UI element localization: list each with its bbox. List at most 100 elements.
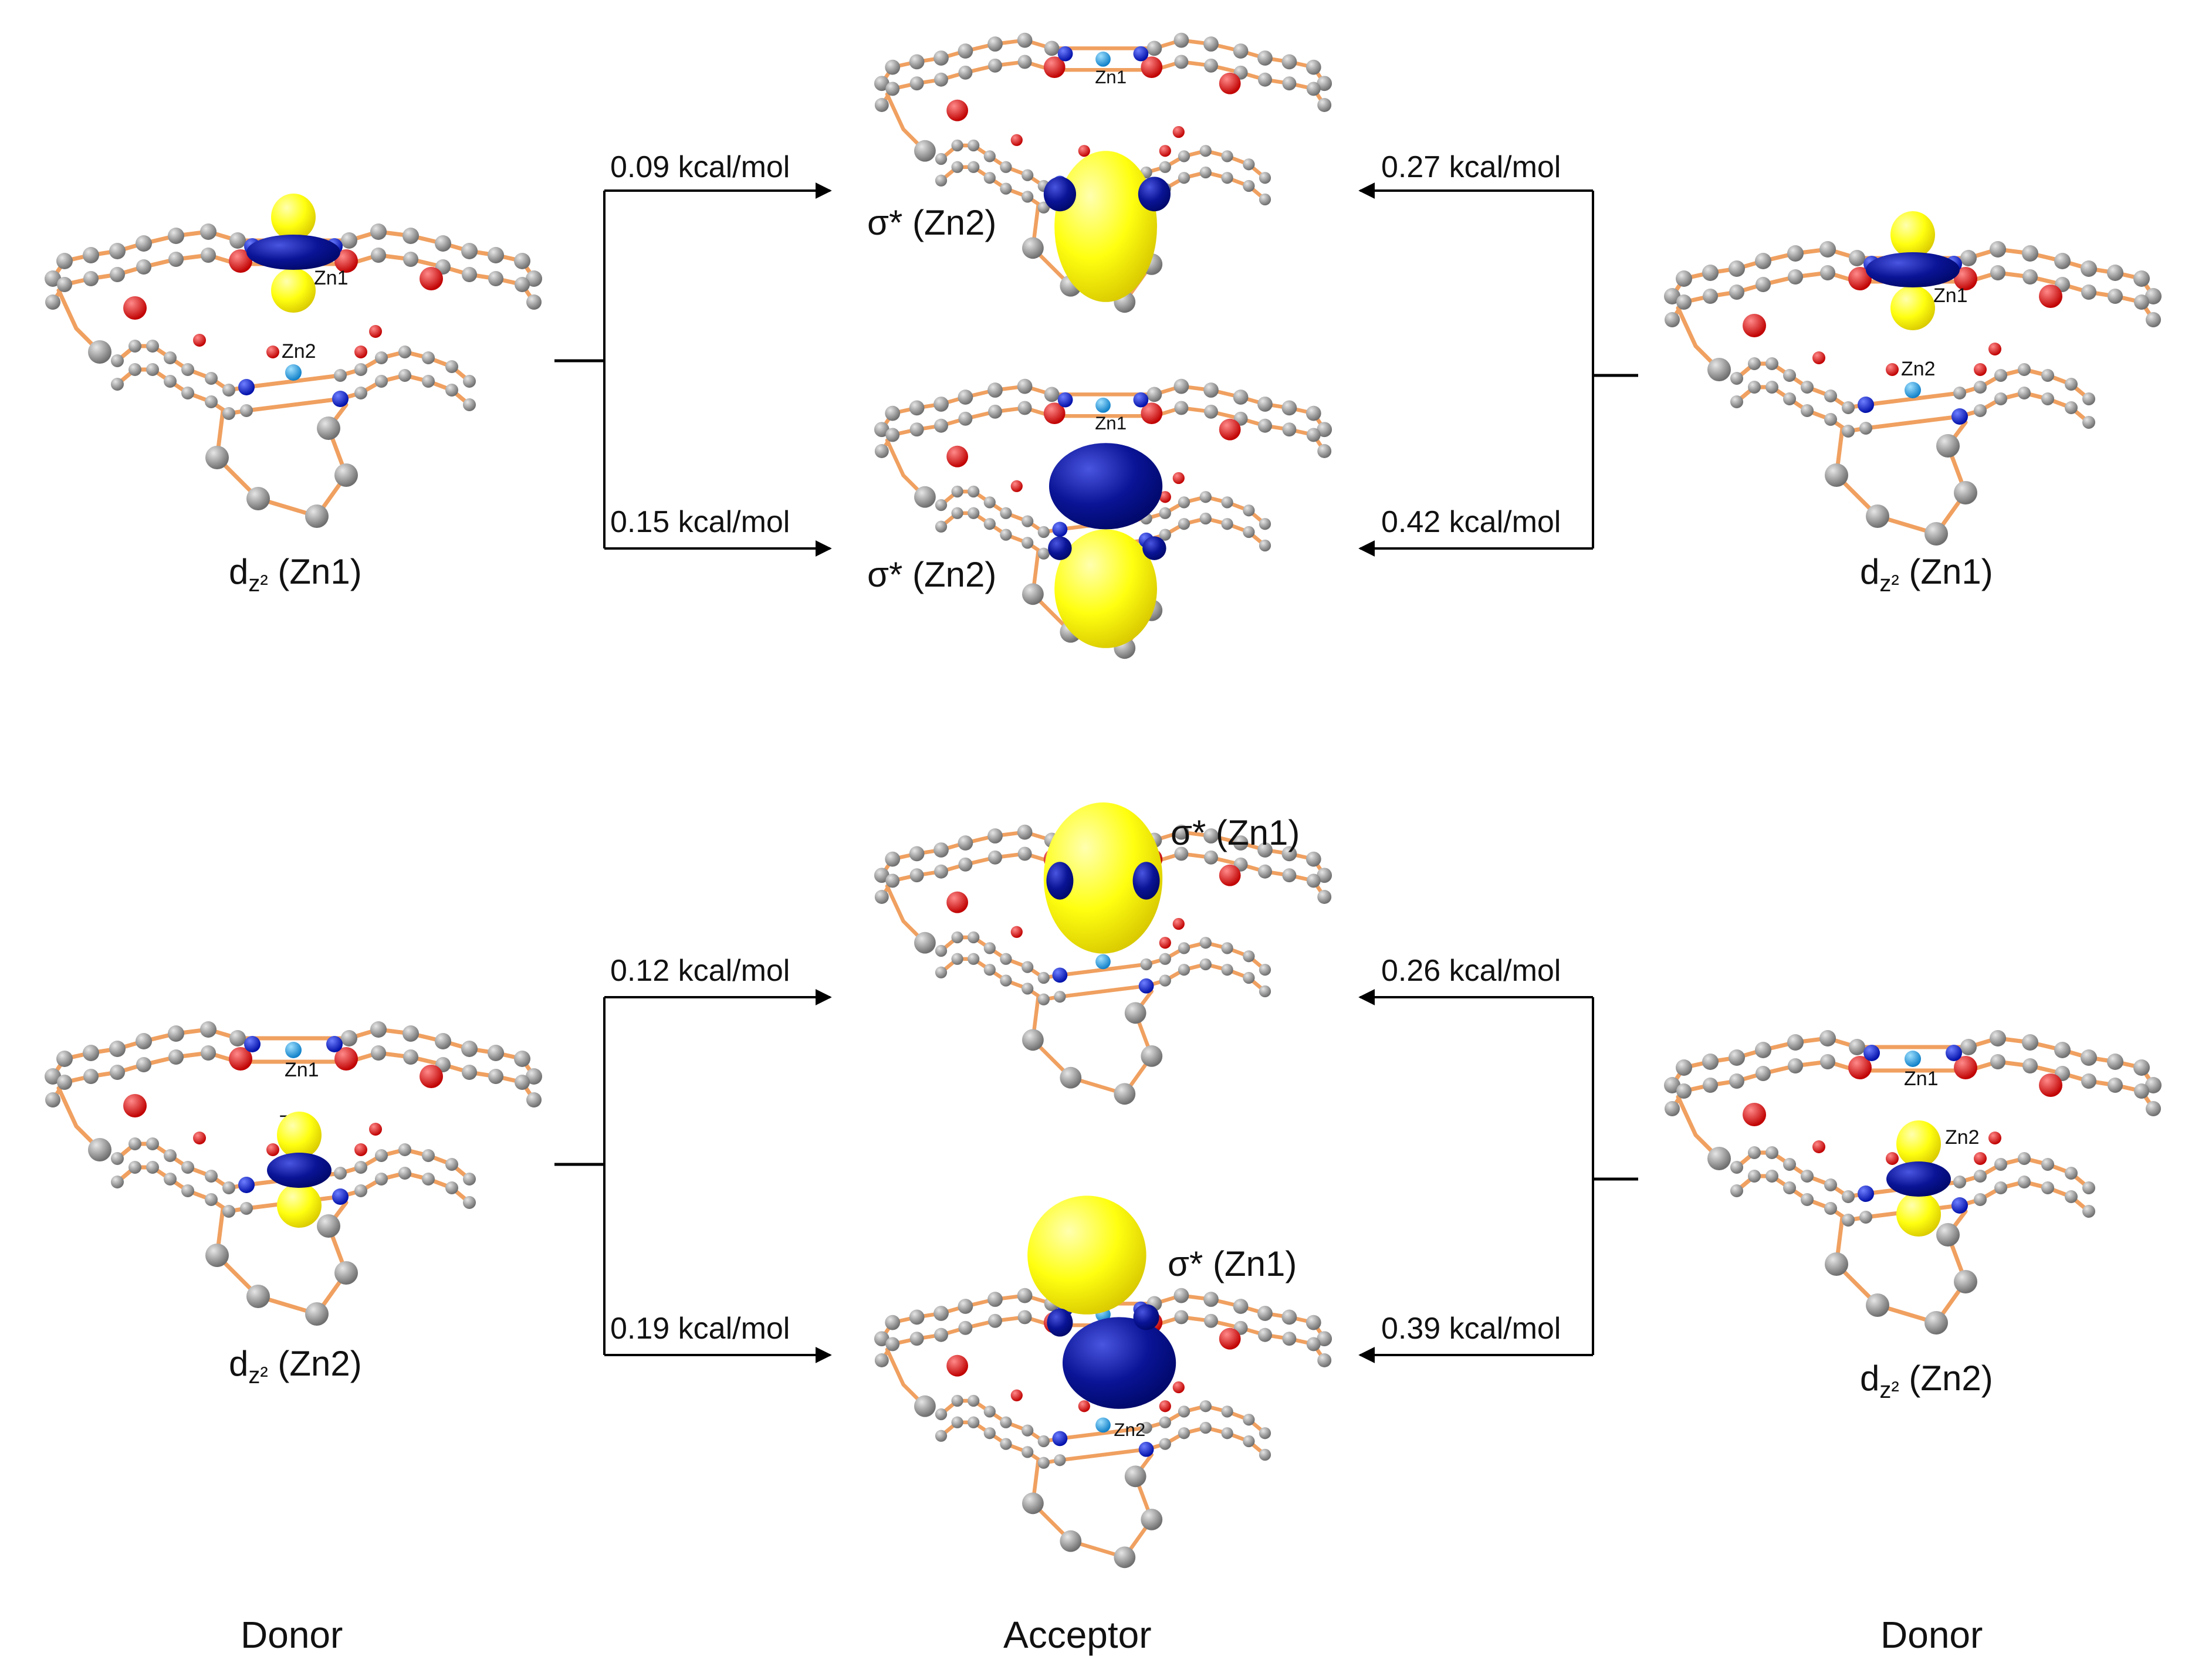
carbon-atom — [514, 253, 530, 269]
carbon-atom — [1317, 1331, 1332, 1347]
carbon-atom — [983, 942, 996, 954]
carbon-atom — [874, 98, 889, 112]
carbon-atom — [1037, 971, 1050, 984]
carbon-atom — [461, 243, 478, 259]
carbon-atom — [909, 76, 924, 91]
donor-subscript: z² — [248, 1363, 268, 1388]
bond-chain-upper-back — [50, 1051, 536, 1102]
carbon-atom — [983, 150, 996, 162]
donor-label-p2-left: dz² (Zn2) — [229, 1343, 362, 1389]
nitrogen-atom — [238, 379, 255, 395]
carbon-atom — [181, 1161, 194, 1174]
carbon-atom — [1257, 842, 1273, 858]
carbon-atom — [1801, 404, 1814, 417]
carbon-atom — [1037, 547, 1050, 560]
carbon-atom — [951, 931, 963, 944]
carbon-atom — [933, 1306, 949, 1321]
carbon-atom — [1054, 1454, 1066, 1466]
oxygen-atom — [1886, 363, 1899, 376]
carbon-atom — [526, 1092, 542, 1107]
carbon-atom — [1819, 1030, 1836, 1046]
oxygen-atom — [1010, 1389, 1023, 1401]
carbon-atom — [885, 428, 900, 442]
orbital-lobe-positive — [1043, 802, 1163, 954]
carbon-atom — [1765, 357, 1778, 370]
orbital-lobe-positive — [1054, 151, 1157, 302]
oxygen-atom — [420, 267, 443, 290]
carbon-atom — [1173, 1288, 1189, 1303]
carbon-atom — [951, 507, 963, 519]
carbon-atom — [1974, 404, 1987, 417]
acceptor-label-p1-a2: σ* (Zn2) — [867, 555, 997, 594]
carbon-atom — [1203, 36, 1219, 52]
carbon-atom — [1199, 1400, 1212, 1413]
orbital-lobe-negative — [1133, 1304, 1159, 1330]
carbon-atom — [1037, 1435, 1050, 1448]
carbon-atom — [909, 54, 925, 70]
orbital-lobe-positive — [1896, 1192, 1941, 1237]
carbon-atom — [934, 864, 948, 879]
carbon-atom — [1173, 32, 1189, 48]
carbon-atom — [914, 140, 936, 162]
carbon-atom — [1824, 413, 1837, 426]
donor-subscript: z² — [1879, 571, 1899, 597]
nitrogen-atom — [1052, 1431, 1068, 1447]
orbital-lobe-negative — [1138, 177, 1171, 212]
carbon-atom — [1788, 1058, 1803, 1073]
molecular-structures: Zn1Zn2Zn1Zn2Zn1Zn2Zn1Zn2Zn1Zn2Zn1Zn2Zn1Z… — [45, 32, 2162, 1569]
carbon-atom — [1748, 1146, 1761, 1159]
carbon-atom — [128, 1137, 141, 1150]
carbon-atom — [1017, 401, 1032, 415]
carbon-atom — [45, 1092, 60, 1107]
carbon-atom — [1664, 1077, 1680, 1093]
carbon-atom — [146, 363, 159, 376]
carbon-atom — [1060, 1066, 1082, 1089]
carbon-atom — [56, 253, 73, 269]
carbon-atom — [1178, 942, 1190, 954]
carbon-atom — [201, 248, 216, 263]
oxygen-atom — [354, 346, 367, 358]
carbon-atom — [370, 1021, 387, 1038]
carbon-atom — [2054, 1042, 2071, 1058]
acceptor-label-p2-a1: σ* (Zn1) — [1171, 813, 1300, 852]
carbon-atom — [874, 76, 889, 92]
carbon-atom — [398, 346, 411, 358]
carbon-atom — [885, 1337, 900, 1352]
oxygen-atom — [1172, 472, 1185, 485]
carbon-atom — [1765, 1170, 1778, 1183]
carbon-atom — [1000, 507, 1012, 519]
donor-subscript: z² — [248, 571, 268, 597]
carbon-atom — [205, 446, 229, 469]
carbon-atom — [435, 1033, 451, 1049]
oxygen-atom — [369, 325, 382, 338]
carbon-atom — [1756, 277, 1771, 292]
carbon-atom — [1783, 1181, 1796, 1194]
orbital-lobes — [1027, 1195, 1176, 1409]
nitrogen-atom — [1133, 46, 1149, 62]
carbon-atom — [83, 271, 99, 286]
oxygen-atom — [334, 249, 358, 273]
carbon-atom — [1159, 507, 1171, 519]
carbon-atom — [371, 248, 386, 263]
carbon-atom — [983, 172, 996, 184]
carbon-atom — [1765, 1146, 1778, 1159]
carbon-atom — [1000, 529, 1012, 541]
carbon-atom — [463, 1173, 476, 1186]
carbon-atom — [1178, 496, 1190, 509]
zinc-atom-zn2 — [1095, 954, 1111, 970]
carbon-atom — [968, 485, 980, 498]
carbon-atom — [1281, 846, 1297, 862]
carbon-atom — [488, 271, 503, 286]
carbon-atom — [461, 1041, 478, 1057]
nitrogen-atom — [1138, 1441, 1154, 1457]
carbon-atom — [2022, 269, 2038, 284]
orbital-lobe-negative — [1132, 862, 1160, 900]
energy-label-p2-a2-left: 0.19 kcal/mol — [610, 1312, 790, 1346]
oxygen-atom — [946, 891, 968, 913]
oxygen-atom — [1010, 134, 1023, 146]
carbon-atom — [1159, 529, 1171, 541]
carbon-atom — [111, 354, 124, 367]
carbon-atom — [1702, 1054, 1719, 1070]
